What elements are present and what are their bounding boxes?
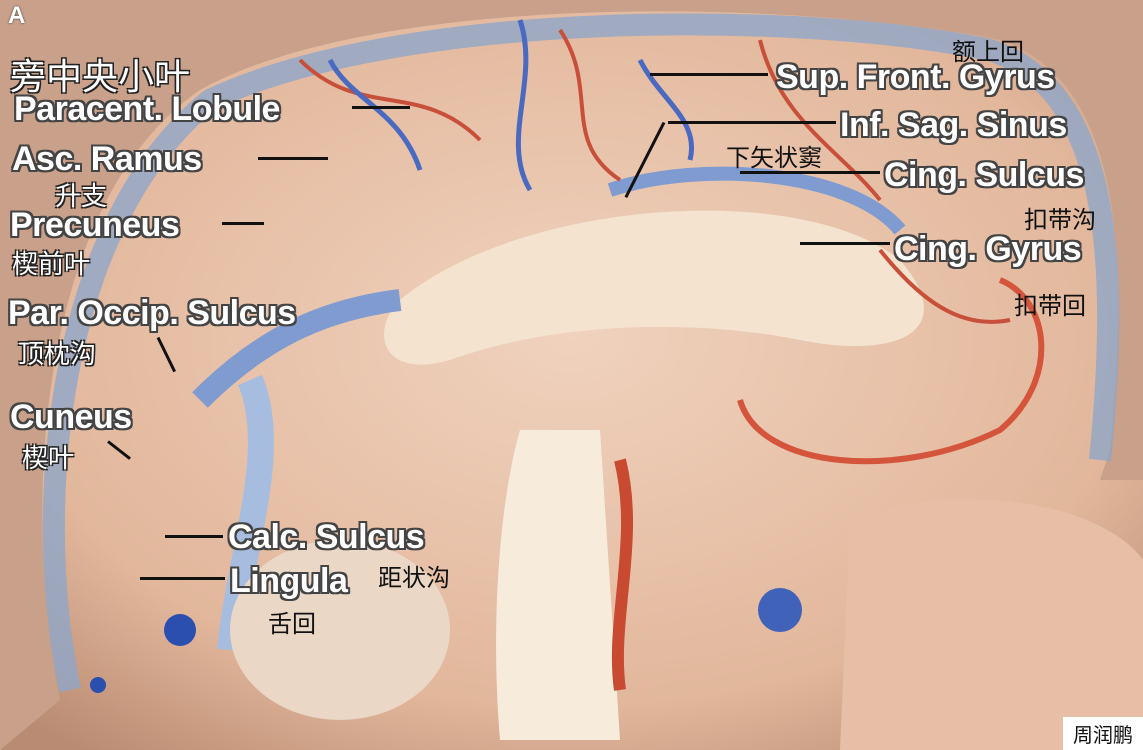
label-cing-gyrus-en: Cing. Gyrus [894,230,1082,268]
credit-text: 周润鹏 [1063,717,1143,750]
leader-line [222,222,264,225]
label-lingula-en: Lingula [230,562,348,600]
label-calc-zh: 距状沟 [378,564,450,592]
label-par-occip-zh: 顶枕沟 [18,340,97,370]
label-asc-ramus-zh: 升支 [55,182,108,212]
label-lingula-zh: 舌回 [268,610,316,638]
label-cuneus-zh: 楔叶 [22,444,75,474]
label-cing-sulcus-en: Cing. Sulcus [884,156,1084,194]
leader-line [740,171,880,174]
label-precuneus-zh: 楔前叶 [12,250,91,280]
label-cuneus-en: Cuneus [10,398,132,436]
leader-line [352,106,410,109]
label-precuneus-en: Precuneus [10,206,180,244]
label-par-occip-en: Par. Occip. Sulcus [8,294,296,332]
leader-line [668,121,836,124]
leader-line [140,577,225,580]
label-inf-sag-en: Inf. Sag. Sinus [840,106,1067,144]
leader-line [800,242,890,245]
label-asc-ramus-en: Asc. Ramus [12,140,202,178]
label-cing-sulcus-zh: 扣带沟 [1024,206,1096,234]
label-cing-gyrus-zh: 扣带回 [1014,292,1086,320]
label-calc-en: Calc. Sulcus [228,518,425,556]
label-inf-sag-zh: 下矢状窦 [726,144,822,172]
panel-letter: A [8,2,26,29]
leader-line [165,535,223,538]
leader-line [258,157,328,160]
label-sup-front-zh: 额上回 [952,38,1024,66]
leader-line [650,73,768,76]
label-sup-front-en: Sup. Front. Gyrus [776,58,1055,96]
label-paracent-zh: 旁中央小叶 [10,57,191,98]
label-paracent-en: Paracent. Lobule [14,90,280,128]
